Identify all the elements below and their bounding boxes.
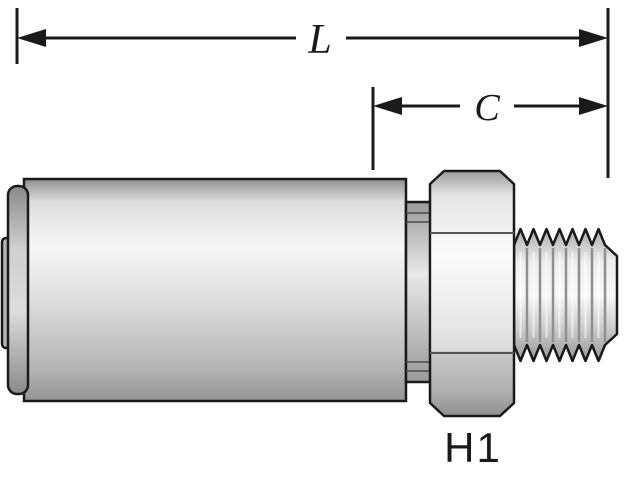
hex-nut-middle-flat-highlight — [431, 235, 513, 351]
thread-root-shading — [525, 248, 607, 342]
fitting-drawing — [0, 169, 619, 418]
male-thread — [512, 227, 619, 363]
part-code-label: H1 — [444, 424, 502, 471]
hex-nut — [428, 169, 516, 418]
l-dimension-label: L — [307, 17, 331, 63]
ferrule-end-cap — [6, 184, 30, 396]
c-dimension-label: C — [474, 87, 500, 129]
l-dimension-group: L — [15, 8, 610, 178]
c-arrow-left-icon — [373, 97, 402, 115]
thread-crest-highlights — [519, 252, 600, 338]
l-arrow-left-icon — [17, 29, 46, 47]
c-arrow-right-icon — [579, 97, 608, 115]
l-arrow-right-icon — [579, 29, 608, 47]
c-dimension-group: C — [371, 87, 608, 170]
hose-ferrule — [22, 177, 408, 403]
